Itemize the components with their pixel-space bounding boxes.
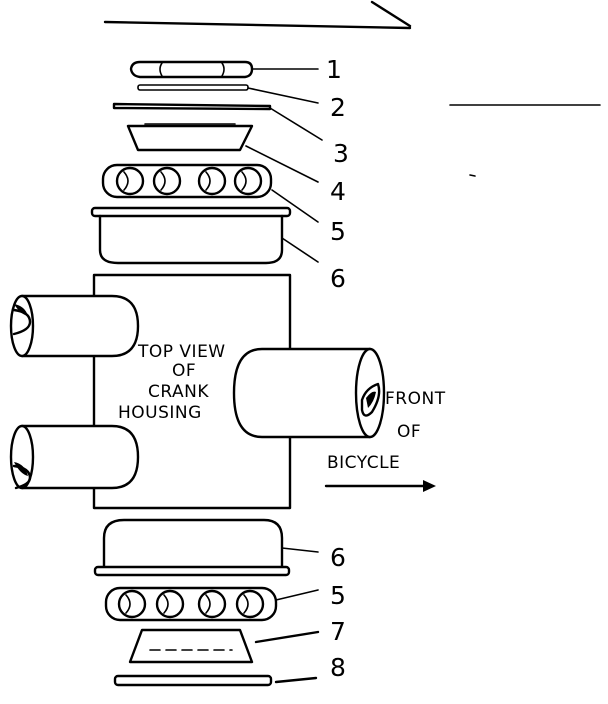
tube-right-front — [232, 347, 386, 439]
part-5-ball-retainer-upper — [101, 163, 273, 199]
tube-left-lower — [9, 424, 140, 490]
part-6-cup-upper — [90, 206, 292, 265]
callout-5-lower: 5 — [330, 581, 346, 610]
part-2-washer — [137, 84, 249, 91]
front-caption-line1: FRONT — [385, 389, 446, 409]
housing-caption-line2: OF — [172, 361, 196, 381]
housing-caption: TOP VIEW OF CRANK HOUSING — [118, 342, 226, 423]
callout-8: 8 — [330, 653, 346, 682]
housing-caption-line3: CRANK — [148, 382, 209, 402]
callout-6-upper: 6 — [330, 264, 346, 293]
part-4-cone — [126, 123, 254, 152]
part-1-locknut — [129, 60, 254, 79]
callout-3: 3 — [333, 139, 349, 168]
part-3-washer — [112, 102, 272, 111]
housing-caption-line4: HOUSING — [118, 403, 202, 423]
tube-left-upper — [9, 294, 140, 358]
callout-5-upper: 5 — [330, 217, 346, 246]
callout-7: 7 — [330, 617, 346, 646]
callout-6-lower: 6 — [330, 543, 346, 572]
part-8-washer — [113, 674, 273, 687]
callout-1: 1 — [326, 55, 342, 84]
callout-4: 4 — [330, 177, 346, 206]
housing-caption-line1: TOP VIEW — [137, 342, 226, 362]
part-6-cup-lower — [93, 518, 291, 577]
front-direction-arrow — [324, 480, 436, 492]
callout-2: 2 — [330, 93, 346, 122]
callout-numbers: 1 2 3 4 5 6 6 5 7 8 — [326, 55, 349, 682]
leader-lines — [245, 68, 323, 684]
front-caption-line3: BICYCLE — [327, 453, 400, 473]
top-edge-marks — [103, 0, 601, 177]
front-caption-line2: OF — [397, 422, 421, 442]
part-7-fixed-cone — [128, 628, 254, 664]
front-of-bicycle-caption: FRONT OF BICYCLE — [327, 389, 446, 473]
part-5-ball-retainer-lower — [104, 586, 278, 622]
